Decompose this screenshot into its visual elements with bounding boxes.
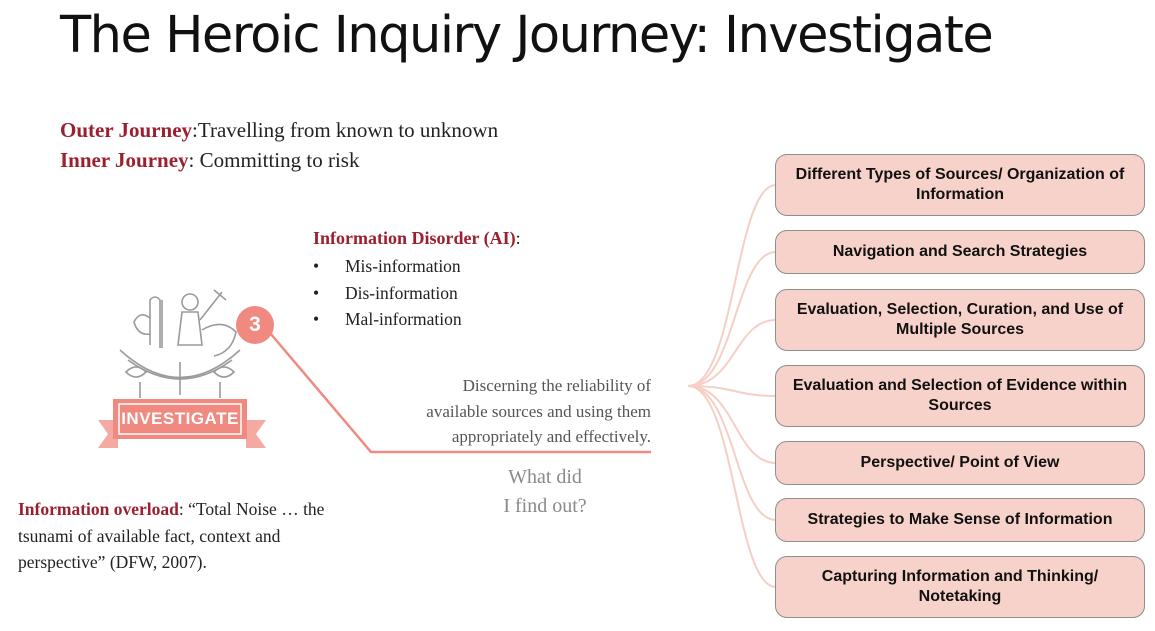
outer-journey: Outer Journey:Travelling from known to u… [60,118,498,143]
question-line: What did [508,466,582,488]
banner-label: INVESTIGATE [121,409,239,428]
topic-box: Evaluation and Selection of Evidence wit… [775,365,1145,427]
step-badge [236,306,274,344]
page-title: The Heroic Inquiry Journey: Investigate [60,6,994,65]
outer-journey-label: Outer Journey [60,118,193,142]
inner-journey-label: Inner Journey [60,148,189,172]
question-text: What did I find out? [478,463,612,521]
info-disorder-list: Mis-information Dis-information Mal-info… [313,253,521,333]
list-item: Mal-information [313,306,521,333]
leader-line [269,332,651,454]
topic-box: Capturing Information and Thinking/ Note… [775,556,1145,618]
info-overload-label: Information overload [18,499,179,519]
knight-ship-icon [119,289,241,398]
list-item: Mis-information [313,253,521,280]
question-line: I find out? [503,495,587,517]
inner-journey-text: : Committing to risk [188,148,360,172]
info-disorder-suffix: : [515,228,521,248]
discern-line: available sources and using them [426,401,651,421]
info-overload: Information overload: “Total Noise … the… [18,496,368,576]
info-disorder: Information Disorder (AI): Mis-informati… [313,228,521,333]
discern-line: Discerning the reliability of [462,376,651,395]
investigate-banner [98,399,266,448]
topic-box: Different Types of Sources/ Organization… [775,154,1145,216]
discern-text: Discerning the reliability of available … [395,373,651,450]
info-overload-text: : “Total Noise … the tsunami of availabl… [18,499,325,572]
topic-box: Evaluation, Selection, Curation, and Use… [775,289,1145,351]
connector-curves [687,184,777,588]
inner-journey: Inner Journey: Committing to risk [60,148,359,173]
info-disorder-heading: Information Disorder (AI) [313,228,516,248]
topic-box: Navigation and Search Strategies [775,230,1145,274]
badge-number: 3 [249,313,261,336]
list-item: Dis-information [313,280,521,307]
outer-journey-text: :Travelling from known to unknown [192,118,499,142]
topic-box: Perspective/ Point of View [775,441,1145,485]
topic-box: Strategies to Make Sense of Information [775,498,1145,542]
discern-line: appropriately and effectively. [451,427,651,446]
